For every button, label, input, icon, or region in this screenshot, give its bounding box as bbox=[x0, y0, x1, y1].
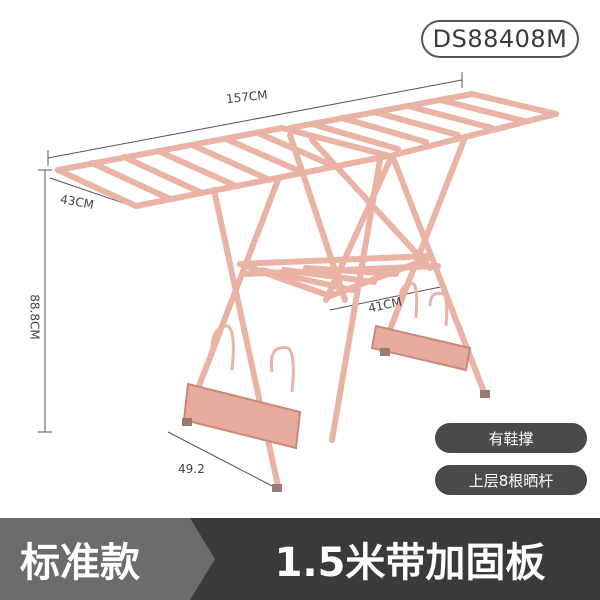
upper-rods-feature-badge: 上层8根晒杆 bbox=[435, 465, 587, 495]
height-dimension-label: 88.8CM bbox=[27, 294, 42, 340]
shoe-holder bbox=[210, 282, 449, 393]
banner-right-label: 1.5米带加固板 bbox=[274, 540, 546, 586]
rack-frame bbox=[55, 91, 559, 489]
banner-left-label: 标准款 bbox=[0, 518, 215, 600]
reinforcement-boards bbox=[182, 324, 472, 450]
rack-feet bbox=[182, 348, 490, 492]
shoe-holder-feature-badge: 有鞋撑 bbox=[435, 423, 587, 453]
dimension-lines bbox=[38, 72, 463, 489]
foot-dimension-label: 49.2 bbox=[178, 462, 205, 476]
model-badge: DS88408M bbox=[421, 20, 579, 58]
